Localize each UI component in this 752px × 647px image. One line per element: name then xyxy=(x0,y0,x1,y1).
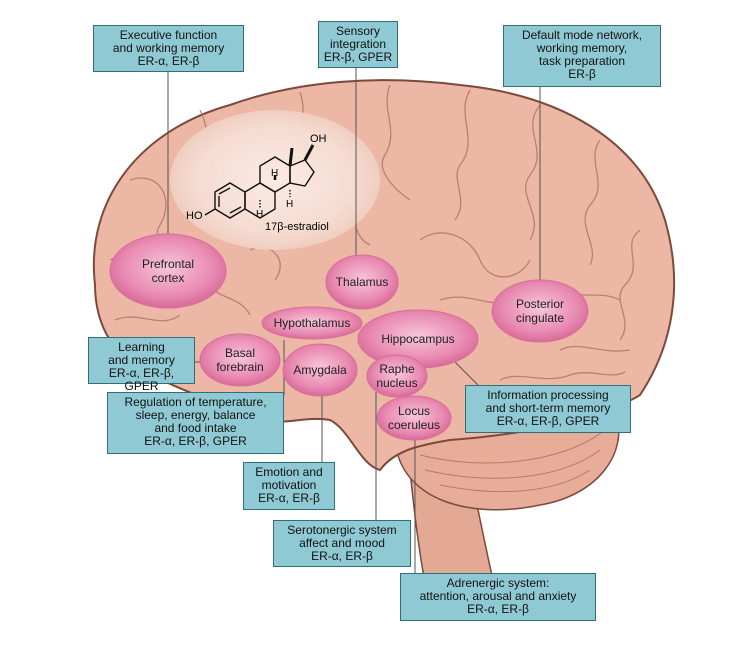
thalamus-region xyxy=(325,254,399,310)
thalamus-label: Thalamus xyxy=(335,275,389,289)
estradiol-structure xyxy=(204,144,315,219)
raphe-nucleus-region xyxy=(366,354,428,398)
hypothalamus-label: Hypothalamus xyxy=(273,316,351,330)
regulation-box: Regulation of temperature,sleep, energy,… xyxy=(107,392,284,454)
posterior-cingulate-region xyxy=(491,279,589,343)
amygdala-label: Amygdala xyxy=(293,363,347,377)
h-atom-3: H xyxy=(286,199,293,210)
amygdala-region xyxy=(282,343,358,397)
adrenergic-system-box: Adrenergic system:attention, arousal and… xyxy=(400,573,596,621)
prefrontal-cortex-region xyxy=(109,233,227,309)
molecule-name: 17β-estradiol xyxy=(265,221,329,233)
default-mode-network-box: Default mode network,working memory,task… xyxy=(503,25,661,87)
locus-coeruleus-region xyxy=(376,395,452,441)
h-atom-1: H xyxy=(256,209,263,220)
h-atom-2: H xyxy=(271,168,278,179)
hypothalamus-region xyxy=(261,306,363,340)
leader-lines xyxy=(167,68,541,573)
ho-label: HO xyxy=(186,210,203,222)
hippocampus-label: Hippocampus xyxy=(381,332,455,346)
basal-forebrain-region xyxy=(199,333,281,387)
oh-label: OH xyxy=(310,133,327,145)
regions xyxy=(109,233,589,441)
